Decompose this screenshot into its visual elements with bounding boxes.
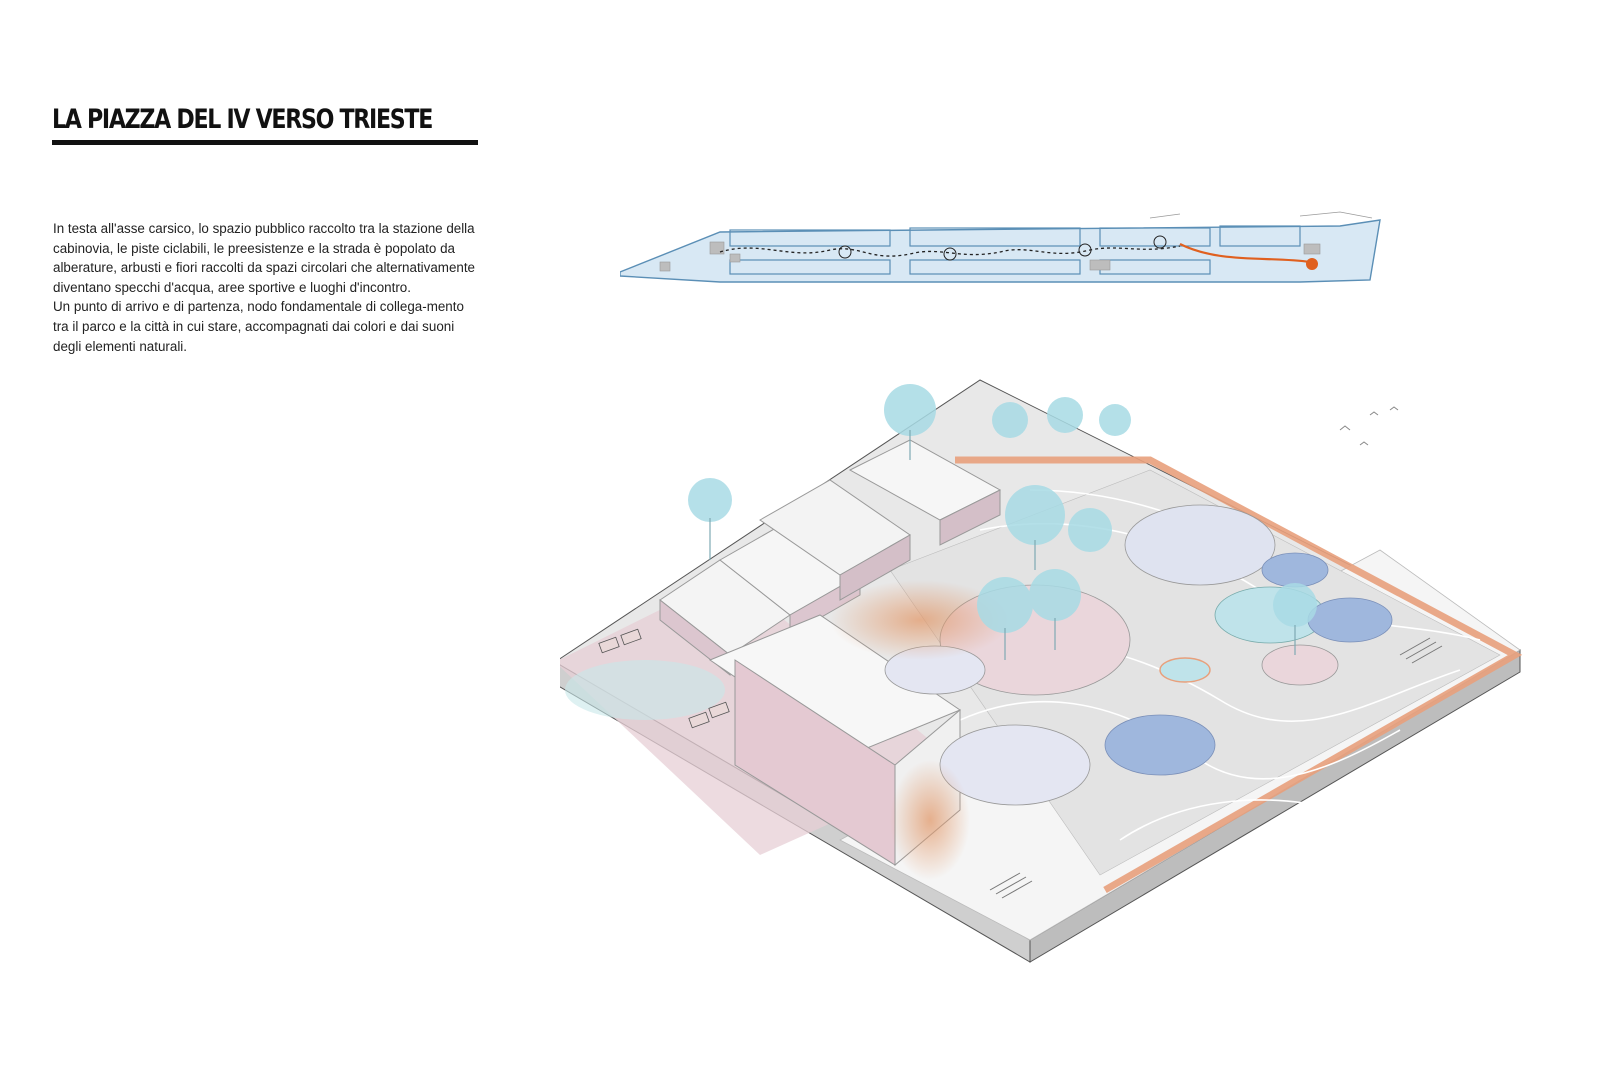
plan-buildings (659, 241, 1321, 272)
plan-route-arrow (1179, 243, 1311, 264)
circle-meadow-north (1124, 504, 1276, 586)
circular-spaces (884, 504, 1393, 806)
circle-garden-east (1261, 644, 1339, 686)
plan-outline (620, 219, 1381, 283)
axonometric-drawing (560, 379, 1523, 963)
title-block: LA PIAZZA DEL IV VERSO TRIESTE (52, 104, 478, 146)
plan-stop-circles (838, 235, 1167, 261)
circle-water-sport-2 (1307, 597, 1393, 643)
circle-water-sport-3 (1104, 714, 1216, 776)
cycle-path (955, 456, 1523, 894)
tree-trunks (709, 430, 1296, 660)
birds (1339, 406, 1399, 446)
plan-destination-marker (1306, 258, 1318, 270)
benches (598, 628, 730, 729)
circle-water-sport-1 (1261, 552, 1329, 588)
crosswalks (989, 637, 1443, 899)
circle-pond-small (1159, 657, 1211, 683)
description-paragraph-2: Un punto di arrivo e di partenza, nodo f… (53, 299, 464, 354)
color-haze-2 (890, 760, 970, 880)
trees (688, 384, 1317, 633)
plan-street-blocks (729, 225, 1301, 275)
station-shrubs (565, 660, 725, 720)
page-title: LA PIAZZA DEL IV VERSO TRIESTE (52, 104, 433, 135)
plan-dashed-path (719, 245, 1181, 257)
title-underline (52, 140, 478, 146)
plan-context-lines (1149, 211, 1373, 219)
description-paragraph-1: In testa all'asse carsico, lo spazio pub… (53, 221, 476, 295)
description-text: In testa all'asse carsico, lo spazio pub… (53, 219, 483, 356)
site-plan-map (620, 211, 1381, 283)
color-haze-1 (830, 580, 1010, 660)
